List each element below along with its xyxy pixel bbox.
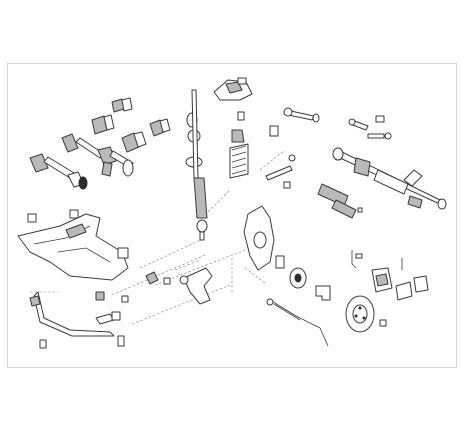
drive-shaft-upper (61, 133, 134, 177)
lower-control-arm (145, 267, 213, 305)
shock-absorber (191, 89, 208, 241)
diagram-frame (7, 63, 457, 368)
steering-rack (332, 147, 447, 210)
tie-rod-upper (269, 107, 320, 137)
strut-top-mount (213, 77, 253, 101)
tie-rod-end-parts (348, 115, 392, 140)
brake-caliper (351, 250, 429, 301)
anti-roll-bar (29, 291, 129, 349)
steering-knuckle (243, 205, 285, 271)
stabilizer-link (265, 154, 296, 189)
front-subframe (17, 209, 129, 281)
wheel-hub (289, 267, 331, 301)
rubber-bushings-top (91, 97, 171, 153)
leader-lines (30, 149, 286, 325)
drive-shaft-lower (29, 153, 88, 190)
steering-rack-boots (317, 183, 363, 219)
brake-hose (266, 298, 329, 347)
brake-disc (345, 295, 387, 333)
